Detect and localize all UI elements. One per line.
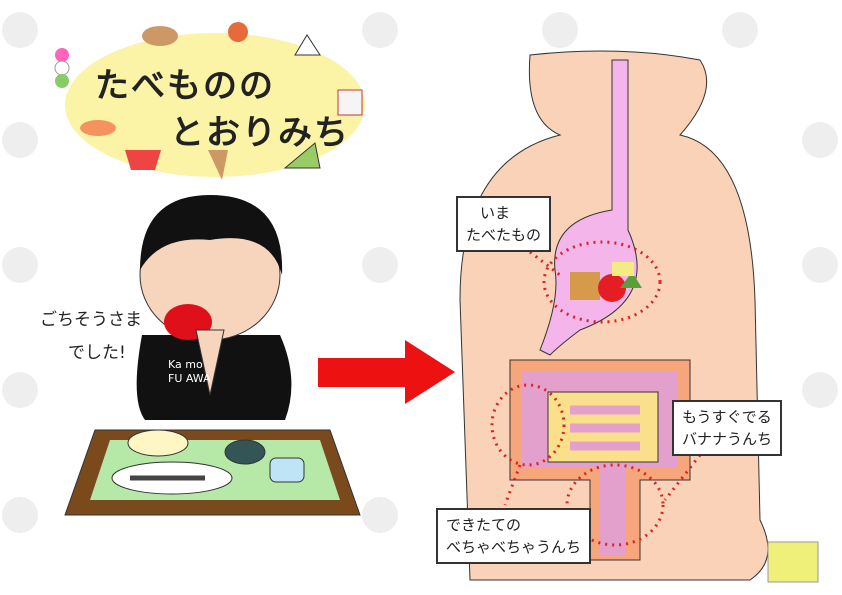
- label-colon-line1: もうすぐでる: [682, 408, 772, 426]
- title-line2: とおりみち: [170, 113, 350, 153]
- title-background: [65, 33, 365, 177]
- shirt-line1: Ka mo: [168, 358, 203, 371]
- label-stomach-line2: たべたもの: [466, 226, 542, 244]
- label-small-intestine: できたての べちゃべちゃうんち: [436, 508, 592, 564]
- arrow-right-icon: [318, 340, 455, 404]
- label-colon-line2: バナナうんち: [682, 430, 773, 448]
- shirt-text: Ka mo FU AWA: [168, 358, 211, 386]
- watermark-pattern: [2, 12, 838, 533]
- label-stomach: いま たべたもの: [456, 196, 552, 252]
- shirt-line2: FU AWA: [168, 372, 211, 385]
- label-stomach-line1: いま: [480, 204, 511, 222]
- label-small-intestine-line2: べちゃべちゃうんち: [446, 538, 582, 556]
- label-small-intestine-line1: できたての: [446, 516, 522, 534]
- label-colon: もうすぐでる バナナうんち: [672, 400, 783, 456]
- license-badge: [767, 541, 819, 583]
- speech-line2: でした!: [68, 343, 126, 363]
- boy: [136, 195, 292, 420]
- speech-line1: ごちそうさま: [40, 310, 142, 330]
- title-line1: たべものの: [95, 66, 275, 106]
